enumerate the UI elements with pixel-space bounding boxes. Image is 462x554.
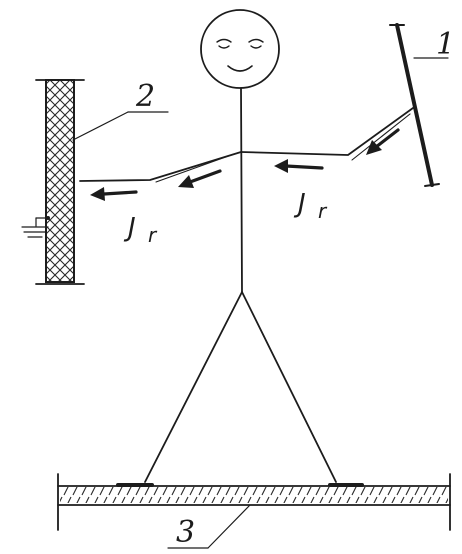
svg-text:r: r	[318, 199, 328, 223]
current-label-left: J r	[123, 213, 158, 247]
right-leg	[241, 291, 337, 483]
eyes	[216, 38, 264, 49]
head	[200, 9, 280, 89]
current-arrow-left-hand	[90, 187, 138, 201]
right-arm	[240, 107, 414, 156]
current-arrow-right-hand	[366, 128, 400, 155]
label-3: 3	[176, 515, 195, 550]
live-conductor	[389, 23, 440, 187]
floor	[57, 473, 451, 531]
svg-text:J: J	[123, 213, 136, 243]
ground-icon	[21, 216, 50, 238]
svg-text:J: J	[293, 189, 306, 219]
left-leg	[144, 291, 243, 483]
current-arrow-chest	[274, 159, 324, 173]
svg-text:r: r	[148, 223, 158, 247]
person	[79, 9, 414, 487]
grounded-post	[35, 79, 85, 285]
torso	[240, 87, 243, 293]
left-arm	[79, 151, 242, 182]
label-1: 1	[436, 27, 455, 62]
leader-line-3	[167, 504, 251, 549]
leader-line-2	[72, 111, 169, 141]
label-2: 2	[135, 79, 155, 114]
current-label-right: J r	[293, 189, 328, 223]
mouth	[227, 65, 253, 72]
current-arrow-left-shoulder	[178, 169, 222, 188]
